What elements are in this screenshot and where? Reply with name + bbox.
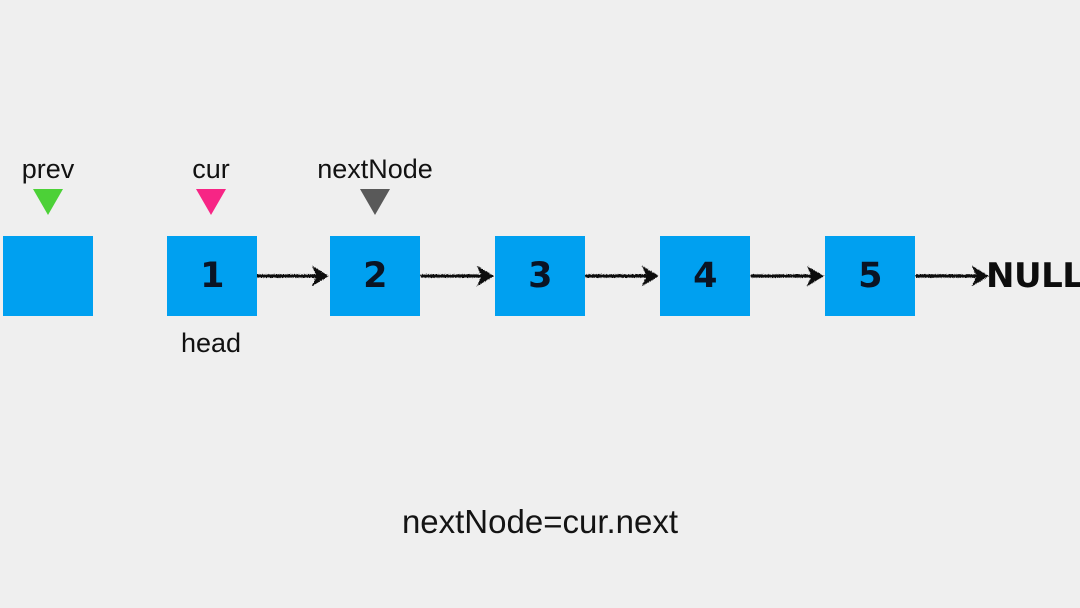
pointer-cur-triangle-icon xyxy=(196,189,226,216)
head-label: head xyxy=(180,328,242,358)
node-box-4[interactable]: 4 xyxy=(660,236,750,316)
null-terminator-label: NULL xyxy=(986,256,1080,296)
pointer-prev: prev xyxy=(0,154,158,216)
caption-formula: nextNode=cur.next xyxy=(401,503,679,540)
arrow-head-icon xyxy=(806,265,824,287)
node-value-5: 5 xyxy=(858,255,882,296)
pointer-nextnode-label: nextNode xyxy=(317,154,433,184)
node-box-2[interactable]: 2 xyxy=(330,236,420,316)
node-box-5[interactable]: 5 xyxy=(825,236,915,316)
node-value-1: 1 xyxy=(200,255,224,296)
node-value-4: 4 xyxy=(693,255,717,296)
pointer-cur-label: cur xyxy=(192,154,230,184)
node-value-2: 2 xyxy=(363,255,387,296)
pointer-prev-triangle-icon xyxy=(33,189,63,216)
arrow-head-icon xyxy=(311,265,329,287)
pointer-nextnode: nextNode xyxy=(265,154,485,216)
pointer-cur: cur xyxy=(101,154,321,216)
node-box-prev[interactable] xyxy=(3,236,93,316)
node-box-3[interactable]: 3 xyxy=(495,236,585,316)
node-value-3: 3 xyxy=(528,255,552,296)
arrow-head-icon xyxy=(641,265,659,287)
pointer-prev-label: prev xyxy=(21,154,75,184)
pointer-nextnode-triangle-icon xyxy=(360,189,390,216)
arrow-head-icon xyxy=(476,265,494,287)
node-box-1[interactable]: 1 xyxy=(167,236,257,316)
